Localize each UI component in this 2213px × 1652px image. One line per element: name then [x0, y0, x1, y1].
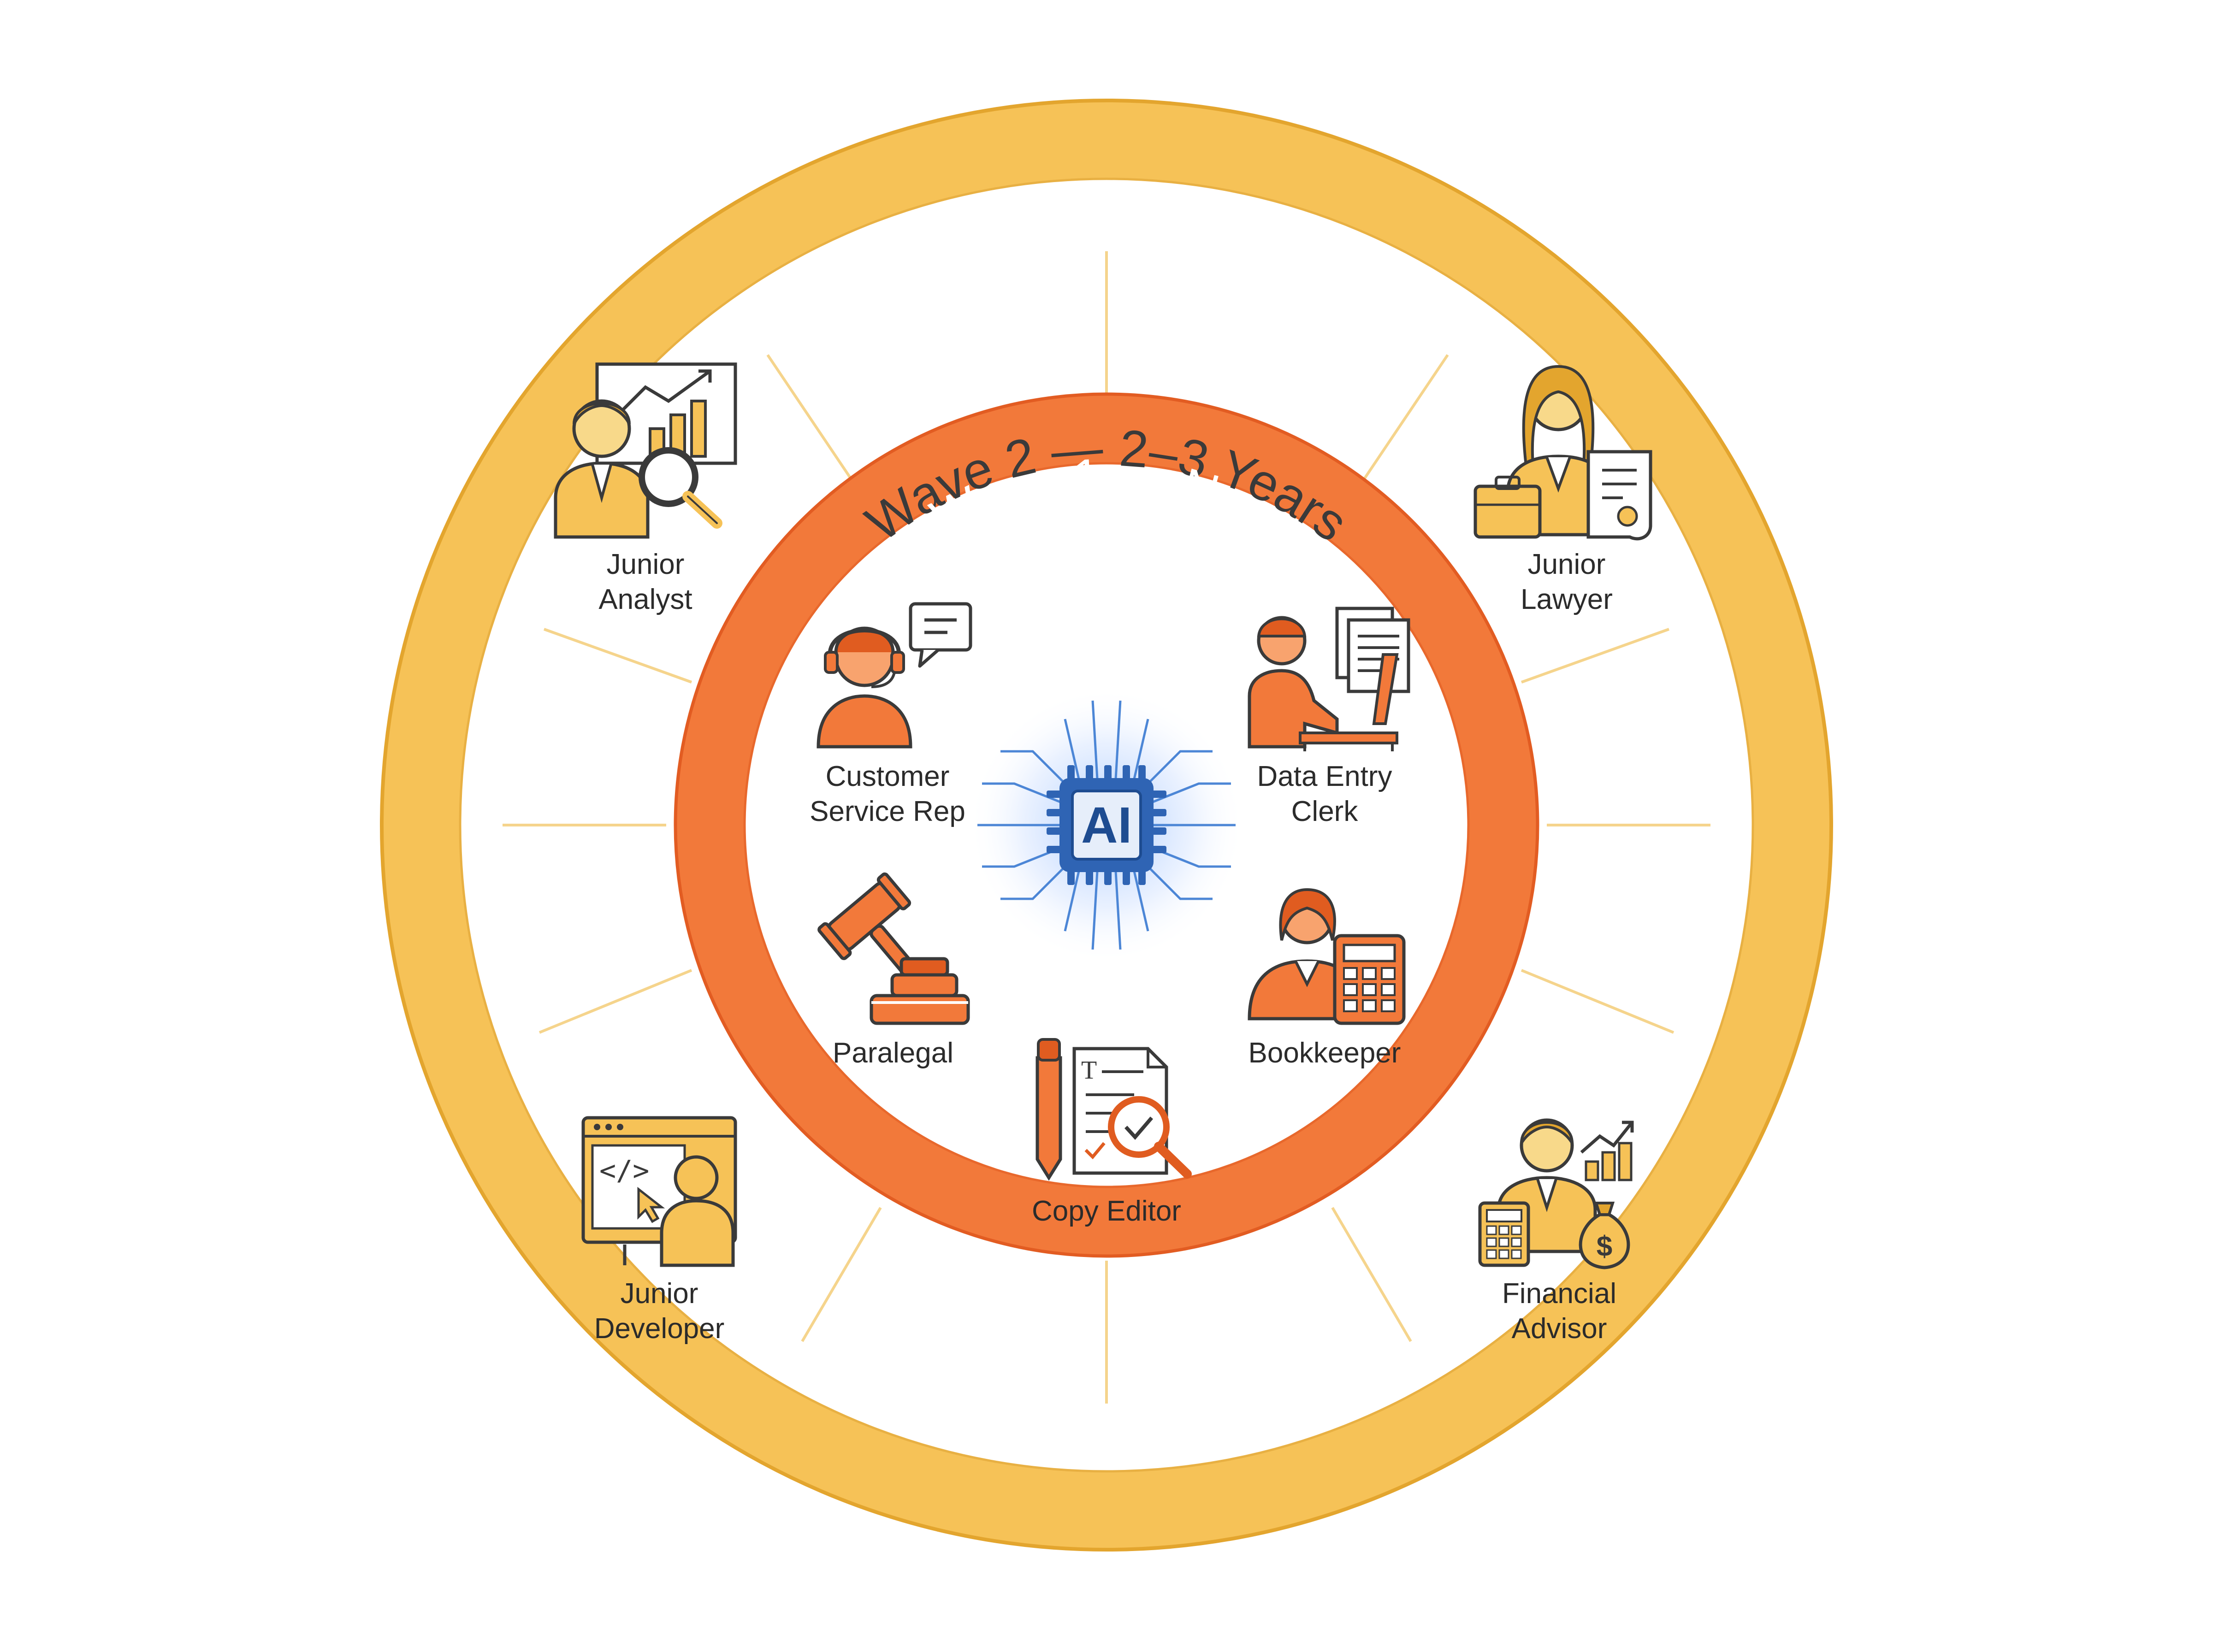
- headset-agent-icon: [817, 602, 972, 749]
- ai-center-label: AI: [1081, 797, 1132, 854]
- role-label-line: Lawyer: [1521, 584, 1613, 615]
- developer-screen-icon: </>: [581, 1116, 737, 1267]
- ai-chip-icon: [968, 687, 1245, 963]
- role-label-line: Analyst: [598, 584, 692, 615]
- analyst-chart-icon: [554, 362, 737, 539]
- svg-text:</>: </>: [599, 1155, 649, 1187]
- document-review-icon: T: [1035, 1038, 1192, 1181]
- gavel-books-icon: [817, 872, 970, 1025]
- role-label-line: Clerk: [1291, 796, 1359, 827]
- role-label-line: Junior: [1528, 549, 1606, 580]
- wave1-ring: [674, 392, 1539, 1258]
- lawyer-briefcase-icon: [1473, 365, 1652, 541]
- spoke-lines: [503, 251, 1710, 1404]
- role-label-line: Data Entry: [1257, 761, 1392, 792]
- role-label-line: Advisor: [1512, 1313, 1607, 1345]
- role-label-copy-editor: Copy Editor: [1032, 1195, 1181, 1227]
- role-label-line: Bookkeeper: [1249, 1037, 1401, 1069]
- typing-worker-icon: [1248, 607, 1410, 751]
- wave2-ring: [380, 99, 1833, 1552]
- role-label-line: Customer: [826, 761, 950, 792]
- role-label-bookkeeper: Bookkeeper: [1249, 1037, 1401, 1069]
- role-label-line: Junior: [607, 549, 685, 580]
- advisor-moneybag-icon: $: [1478, 1118, 1634, 1269]
- role-label-paralegal: Paralegal: [833, 1037, 953, 1069]
- role-label-line: Developer: [594, 1313, 725, 1345]
- role-label-line: Copy Editor: [1032, 1195, 1181, 1227]
- role-label-line: Junior: [621, 1278, 698, 1310]
- svg-text:$: $: [1597, 1231, 1612, 1263]
- calculator-person-icon: [1248, 888, 1406, 1025]
- role-label-line: Service Rep: [810, 796, 965, 827]
- role-label-line: Paralegal: [833, 1037, 953, 1069]
- role-label-line: Financial: [1502, 1278, 1616, 1310]
- svg-text:T: T: [1081, 1056, 1097, 1085]
